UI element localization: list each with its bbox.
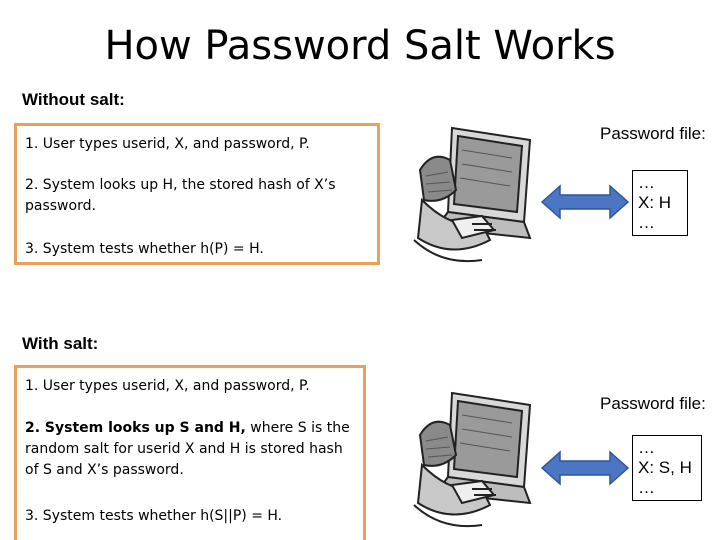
password-file-line: X: H: [638, 193, 672, 212]
step-2-text: 2. System looks up H, the stored hash of…: [25, 177, 336, 214]
password-file-label: Password file:: [600, 394, 706, 413]
step-2-bold-text: 2. System looks up S and H,: [25, 420, 246, 436]
steps-box-without-salt: 1. User types userid, X, and password, P…: [14, 123, 380, 265]
password-file-label: Password file:: [600, 124, 706, 143]
step-2-rest-text: where S is the random salt for userid X …: [25, 420, 350, 478]
person-at-laptop-illustration: [413, 126, 532, 263]
steps-box-with-salt: 1. User types userid, X, and password, P…: [14, 365, 366, 540]
password-file-box: … X: S, H …: [632, 435, 702, 501]
double-arrow-icon: [540, 184, 630, 220]
double-arrow-icon: [540, 450, 630, 486]
step-3-text: 3. System tests whether h(S||P) = H.: [25, 508, 283, 524]
person-at-laptop-illustration: [413, 391, 532, 528]
step-1-text: 1. User types userid, X, and password, P…: [25, 378, 310, 394]
step-2-text: 2. System looks up S and H, where S is t…: [25, 418, 353, 481]
password-file-line: X: S, H: [638, 458, 692, 477]
password-file-line: …: [638, 213, 655, 232]
password-file-line: …: [638, 173, 655, 192]
password-file-box: … X: H …: [632, 170, 688, 236]
section-label-with-salt: With salt:: [22, 334, 99, 353]
step-1-text: 1. User types userid, X, and password, P…: [25, 136, 310, 152]
page-title: How Password Salt Works: [104, 23, 616, 69]
step-3-text: 3. System tests whether h(P) = H.: [25, 241, 264, 257]
password-file-line: …: [638, 478, 655, 497]
section-label-without-salt: Without salt:: [22, 90, 125, 109]
password-file-line: …: [638, 438, 655, 457]
